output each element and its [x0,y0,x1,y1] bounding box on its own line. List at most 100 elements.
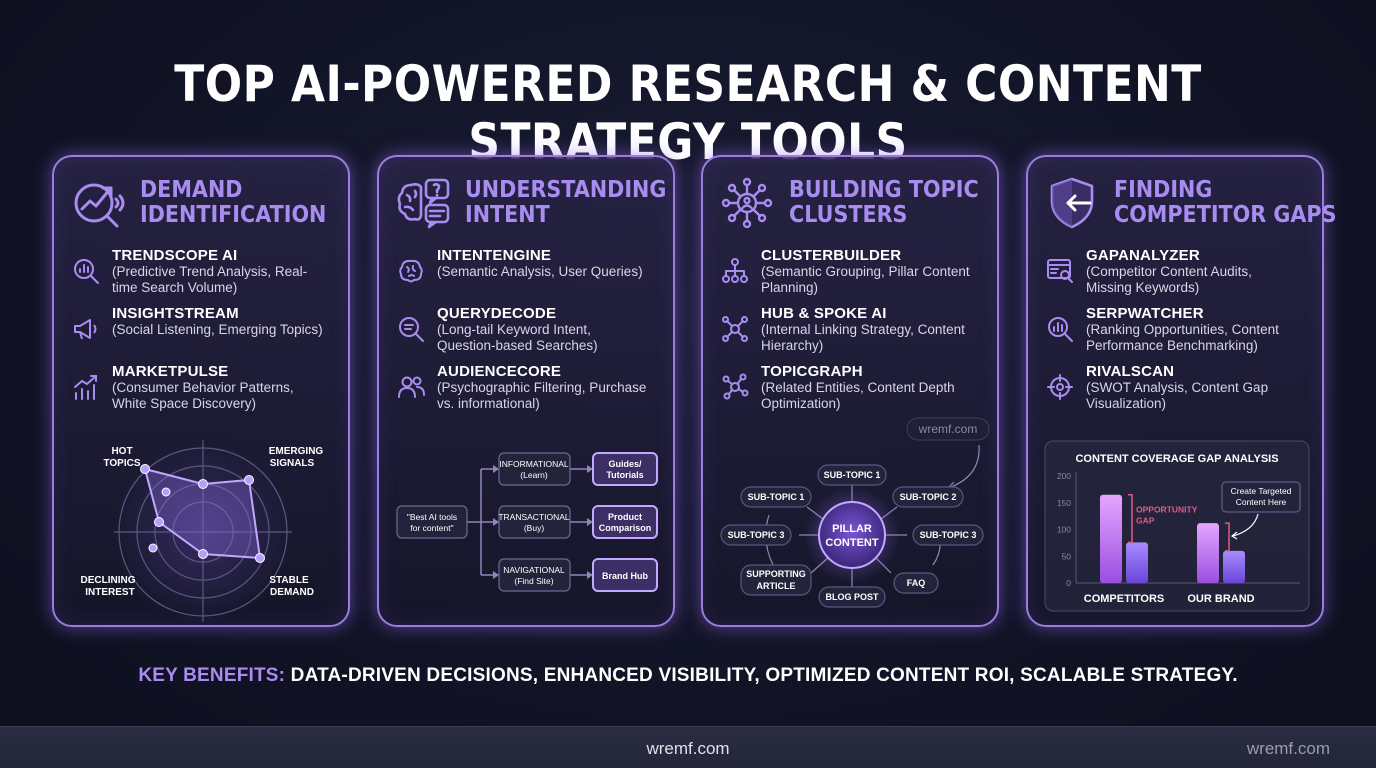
intent-flow-diagram: "Best AI tools for content" INFORMATIONA… [396,452,658,592]
cluster-label: SUB-TOPIC 3 [920,530,977,540]
flow-label: Tutorials [606,470,643,480]
tool-name: INTENTENGINE [437,247,552,264]
panel-title: INTENT [465,202,550,228]
gap-bracket [1128,493,1133,544]
shield-arrow-icon [1050,177,1094,229]
tool-trendscope-ai: TRENDSCOPE AI (Predictive Trend Analysis… [72,247,340,295]
panel-header: BUILDING TOPIC CLUSTERS [719,173,987,233]
panel-header: UNDERSTANDING INTENT [395,173,666,233]
panel-header: DEMAND IDENTIFICATION [70,173,338,233]
tool-desc: Visualization) [1086,395,1167,411]
key-benefits-label: KEY BENEFITS: [138,665,286,686]
bar [1100,494,1122,583]
tool-desc: time Search Volume) [112,279,238,295]
trend-magnifier-icon [74,183,125,228]
panel-finding-competitor-gaps: FINDING COMPETITOR GAPS GAPANALYZER (Com… [1026,155,1336,627]
tool-desc: Planning) [761,279,819,295]
tool-querydecode: QUERYDECODE (Long-tail Keyword Intent, Q… [397,305,665,353]
flow-node-transactional [498,505,571,539]
flow-label: (Learn) [520,470,548,480]
tool-desc: Performance Benchmarking) [1086,337,1258,353]
y-tick-label: 150 [1057,498,1071,508]
tool-desc: (Long-tail Keyword Intent, [437,322,591,337]
search-chart-icon [74,259,99,284]
radar-point [198,479,208,489]
tool-desc: (Internal Linking Strategy, Content [761,322,965,337]
panel-title: BUILDING TOPIC [789,177,979,203]
brain-icon [399,259,423,283]
flow-node-guides [592,452,658,486]
tool-audiencecore: AUDIENCECORE (Psychographic Filtering, P… [397,363,665,411]
tool-name: CLUSTERBUILDER [761,247,902,264]
brain-question-icon [397,178,450,229]
cluster-node [893,572,939,594]
radar-label: HOT [111,446,132,457]
tool-gapanalyzer: GAPANALYZER (Competitor Content Audits, … [1046,247,1314,295]
y-tick-label: 200 [1057,471,1071,481]
flow-label: (Buy) [524,523,544,533]
chart-frame [1044,440,1310,612]
tool-desc: Missing Keywords) [1086,279,1200,295]
callout-arrowhead [1230,531,1238,540]
footer-link[interactable]: wremf.com [646,739,730,758]
footer-watermark: wremf.com [1246,739,1330,758]
search-bars-icon [1048,317,1073,342]
radar-label: EMERGING [269,446,324,457]
radar-point [161,487,171,497]
radar-label: DECLINING [81,575,136,586]
tool-desc: Hierarchy) [761,337,824,353]
x-category-label: COMPETITORS [1084,593,1164,605]
flow-label: INFORMATIONAL [499,459,569,469]
page-title: TOP AI-POWERED RESEARCH & CONTENT STRATE… [174,55,1202,171]
gap-label: GAP [1136,516,1155,526]
users-icon [398,376,425,398]
key-benefits: KEY BENEFITS: DATA-DRIVEN DECISIONS, ENH… [0,665,1376,687]
tool-serpwatcher: SERPWATCHER (Ranking Opportunities, Cont… [1046,305,1314,353]
target-icon [1047,374,1073,400]
cluster-label: BLOG POST [825,592,879,602]
tool-desc: (Predictive Trend Analysis, Real- [112,264,308,279]
cluster-label: SUB-TOPIC 2 [900,492,957,502]
pillar-node [818,501,886,569]
radar-point [198,549,208,559]
callout-arrow [1232,513,1259,537]
y-tick-label: 100 [1057,525,1071,535]
tool-topicgraph: TOPICGRAPH (Related Entities, Content De… [721,363,989,411]
flow-label: NAVIGATIONAL [503,565,565,575]
flow-node-navigational [498,558,571,592]
footer-bar: wremf.com wremf.com [0,726,1376,768]
tool-name: MARKETPULSE [112,363,229,380]
bar [1126,542,1148,583]
radar-point [140,464,150,474]
tool-name: GAPANALYZER [1086,247,1200,264]
flow-label: Comparison [599,523,652,533]
network-hub-icon [721,177,773,229]
tool-name: INSIGHTSTREAM [112,305,239,322]
callout-box [1221,481,1301,513]
radar-label: SIGNALS [270,458,315,469]
watermark-badge [906,417,990,441]
y-tick-label: 50 [1062,551,1072,561]
flow-node-informational [498,452,571,486]
bar [1197,523,1219,583]
panel-title: COMPETITOR GAPS [1114,202,1337,228]
cluster-node [720,524,792,546]
tool-rivalscan: RIVALSCAN (SWOT Analysis, Content Gap Vi… [1046,363,1314,411]
radar-diagram: HOT TOPICS EMERGING SIGNALS DECLINING IN… [81,440,324,622]
cluster-node [818,586,886,608]
tool-intentengine: INTENTENGINE (Semantic Analysis, User Qu… [397,247,665,285]
cluster-label: SUB-TOPIC 1 [748,492,805,502]
flow-label: Product [608,512,642,522]
tool-desc: (Social Listening, Emerging Topics) [112,322,323,337]
panel-title: IDENTIFICATION [140,202,327,228]
panel-title: CLUSTERS [789,202,908,228]
flow-label: for content" [410,523,453,533]
tool-hub-spoke-ai: HUB & SPOKE AI (Internal Linking Strateg… [721,305,989,353]
topic-cluster-diagram: wremf.com PILLAR CONTENT SUB-TOPIC 1 SUB… [720,417,990,608]
bar [1223,550,1245,583]
tool-desc: (Semantic Grouping, Pillar Content [761,264,970,279]
graph-icon [722,373,749,400]
tool-desc: Optimization) [761,395,841,411]
search-lines-icon [399,317,424,342]
tool-desc: (Psychographic Filtering, Purchase [437,380,647,395]
